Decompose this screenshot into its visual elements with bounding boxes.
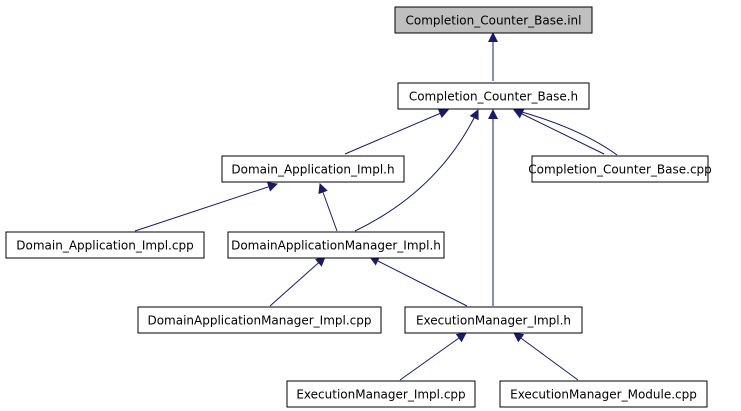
edge-em-module-cpp-to-em-h [513,332,579,381]
node-label: ExecutionManager_Module.cpp [510,388,697,402]
node-box [5,231,205,259]
node-box [397,82,590,110]
node-box [137,306,382,334]
node-box [221,155,405,183]
edge-domain-app-h-to-base-h [344,108,449,155]
node-label: Domain_Application_Impl.h [231,163,394,177]
edge-base-cpp-to-base-h-2 [514,109,618,156]
node-box [286,380,476,408]
node-base-h[interactable]: Completion_Counter_Base.h [397,82,590,110]
node-box [404,306,583,334]
edge-em-h-to-dam-h [369,256,468,307]
node-box [499,380,708,408]
edge-dam-h-to-base-h [354,109,479,232]
node-base-cpp[interactable]: Completion_Counter_Base.cpp [528,155,712,183]
edge-domain-app-cpp-to-domain-app-h [134,182,278,232]
node-dam-cpp[interactable]: DomainApplicationManager_Impl.cpp [137,306,382,334]
node-dam-h[interactable]: DomainApplicationManager_Impl.h [227,231,445,259]
node-em-module-cpp[interactable]: ExecutionManager_Module.cpp [499,380,708,408]
node-box [531,155,709,183]
edge-em-cpp-to-em-h [399,332,467,381]
node-domain-app-cpp[interactable]: Domain_Application_Impl.cpp [5,231,205,259]
edge-base-cpp-to-base-h [513,109,605,155]
node-label: ExecutionManager_Impl.h [416,314,571,328]
node-label: DomainApplicationManager_Impl.cpp [147,314,371,328]
node-label: Completion_Counter_Base.inl [406,14,582,28]
node-label: Completion_Counter_Base.cpp [528,163,712,177]
node-label: DomainApplicationManager_Impl.h [231,239,441,253]
node-label: Domain_Application_Impl.cpp [16,239,193,253]
node-label: Completion_Counter_Base.h [409,90,578,104]
edges [134,32,618,381]
node-label: ExecutionManager_Impl.cpp [296,388,465,402]
edge-dam-h-to-domain-app-h [318,183,338,232]
node-box [227,231,445,259]
node-domain-app-h[interactable]: Domain_Application_Impl.h [221,155,405,183]
node-base-inl[interactable]: Completion_Counter_Base.inl [394,6,593,34]
node-em-cpp[interactable]: ExecutionManager_Impl.cpp [286,380,476,408]
node-box [394,6,593,34]
node-em-h[interactable]: ExecutionManager_Impl.h [404,306,583,334]
edge-dam-cpp-to-dam-h [269,256,326,307]
